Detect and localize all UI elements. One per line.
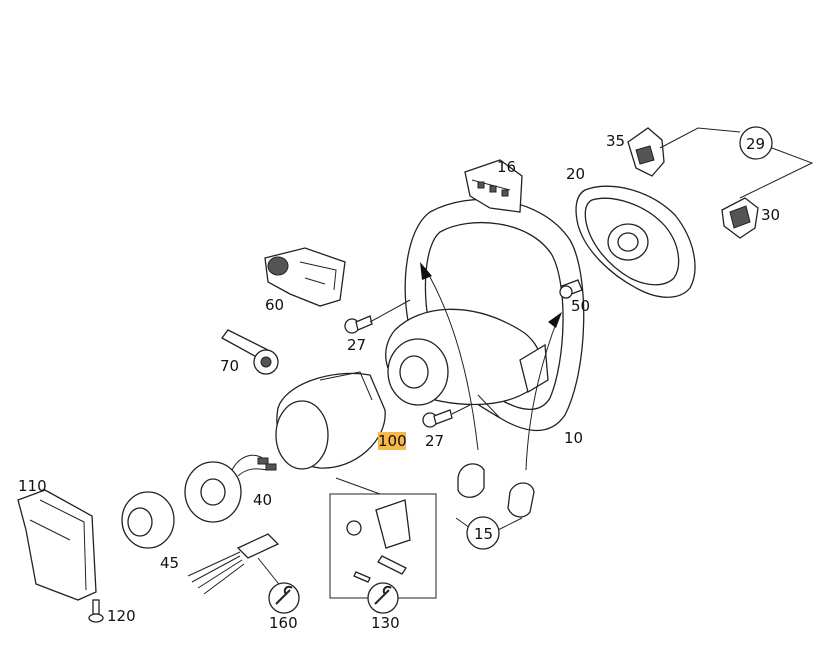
slip-ring-part[interactable]: [121, 491, 175, 549]
label-45: 45: [160, 554, 179, 572]
leader-15-right: [497, 517, 523, 531]
switch-30-part[interactable]: [721, 197, 759, 239]
label-27-lower: 27: [425, 432, 444, 450]
leader-130-shroud: [335, 477, 381, 495]
leader-29-30: [739, 147, 814, 199]
bolt-27-lower-part[interactable]: [422, 409, 453, 428]
bolt-27-upper-part[interactable]: [344, 315, 373, 334]
label-130: 130: [371, 614, 400, 632]
label-35: 35: [606, 132, 625, 150]
wrench-icon: [275, 585, 293, 605]
callout-circle-29: [739, 126, 773, 160]
label-50: 50: [571, 297, 590, 315]
leader-15-left: [455, 517, 471, 529]
callout-circle-15: [466, 516, 500, 550]
label-16: 16: [497, 158, 516, 176]
connector-block-part[interactable]: [464, 159, 523, 213]
cable-connector-part[interactable]: [187, 533, 283, 595]
label-110: 110: [18, 477, 47, 495]
arrow-line-left: [424, 267, 479, 451]
label-highlight-100: [378, 432, 406, 450]
paddle-left-part[interactable]: [457, 463, 485, 498]
column-housing-part[interactable]: [17, 489, 97, 601]
label-20: 20: [566, 165, 585, 183]
paddle-right-part[interactable]: [507, 482, 535, 518]
clock-spring-module-part[interactable]: [264, 247, 346, 307]
screw-120-part[interactable]: [88, 599, 104, 623]
lock-cylinder-part[interactable]: [221, 329, 279, 375]
label-120: 120: [107, 607, 136, 625]
bolt-50-part[interactable]: [559, 279, 583, 299]
callout-circle-130: [367, 582, 399, 614]
label-10: 10: [564, 429, 583, 447]
leader-27-lower: [451, 404, 471, 415]
label-60: 60: [265, 296, 284, 314]
column-shroud-part[interactable]: [275, 371, 386, 470]
switch-35-part[interactable]: [627, 127, 665, 177]
arrow-head-right: [548, 312, 562, 328]
label-160: 160: [269, 614, 298, 632]
label-40: 40: [253, 491, 272, 509]
leader-29-35: [659, 127, 741, 149]
callout-circle-160: [268, 582, 300, 614]
label-30: 30: [761, 206, 780, 224]
arrow-head-left: [420, 262, 432, 280]
wrench-icon: [374, 585, 392, 605]
airbag-module-part[interactable]: [575, 185, 696, 298]
leader-27-upper: [369, 299, 411, 323]
wiring-harness-part[interactable]: [184, 454, 277, 523]
label-29: 29: [746, 135, 765, 153]
arrow-line-right: [525, 317, 559, 471]
label-15: 15: [474, 525, 493, 543]
repair-kit-parts[interactable]: [346, 499, 411, 583]
label-27-upper: 27: [347, 336, 366, 354]
label-70: 70: [220, 357, 239, 375]
steering-wheel-part[interactable]: [385, 198, 585, 432]
label-100: 100: [378, 432, 407, 450]
